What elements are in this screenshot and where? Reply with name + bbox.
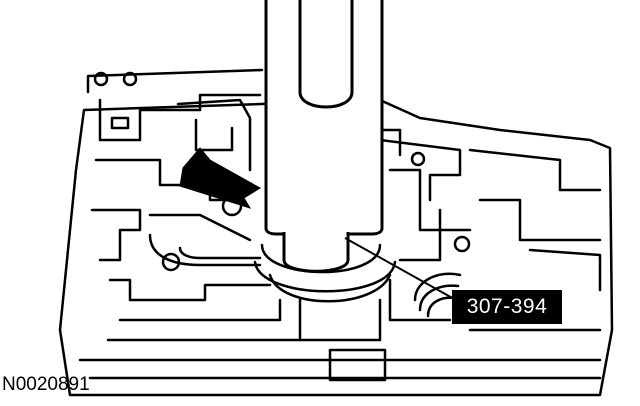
valve-body-channels	[78, 93, 602, 382]
callout-leader-line	[344, 237, 457, 301]
bolt-holes	[93, 71, 471, 272]
tool-number-callout: 307-394	[452, 290, 562, 324]
valve-body-plate-outline	[58, 68, 614, 397]
special-tool	[264, 0, 384, 273]
figure-id-label: N0020891	[2, 374, 90, 395]
direction-arrow-icon	[179, 147, 261, 209]
